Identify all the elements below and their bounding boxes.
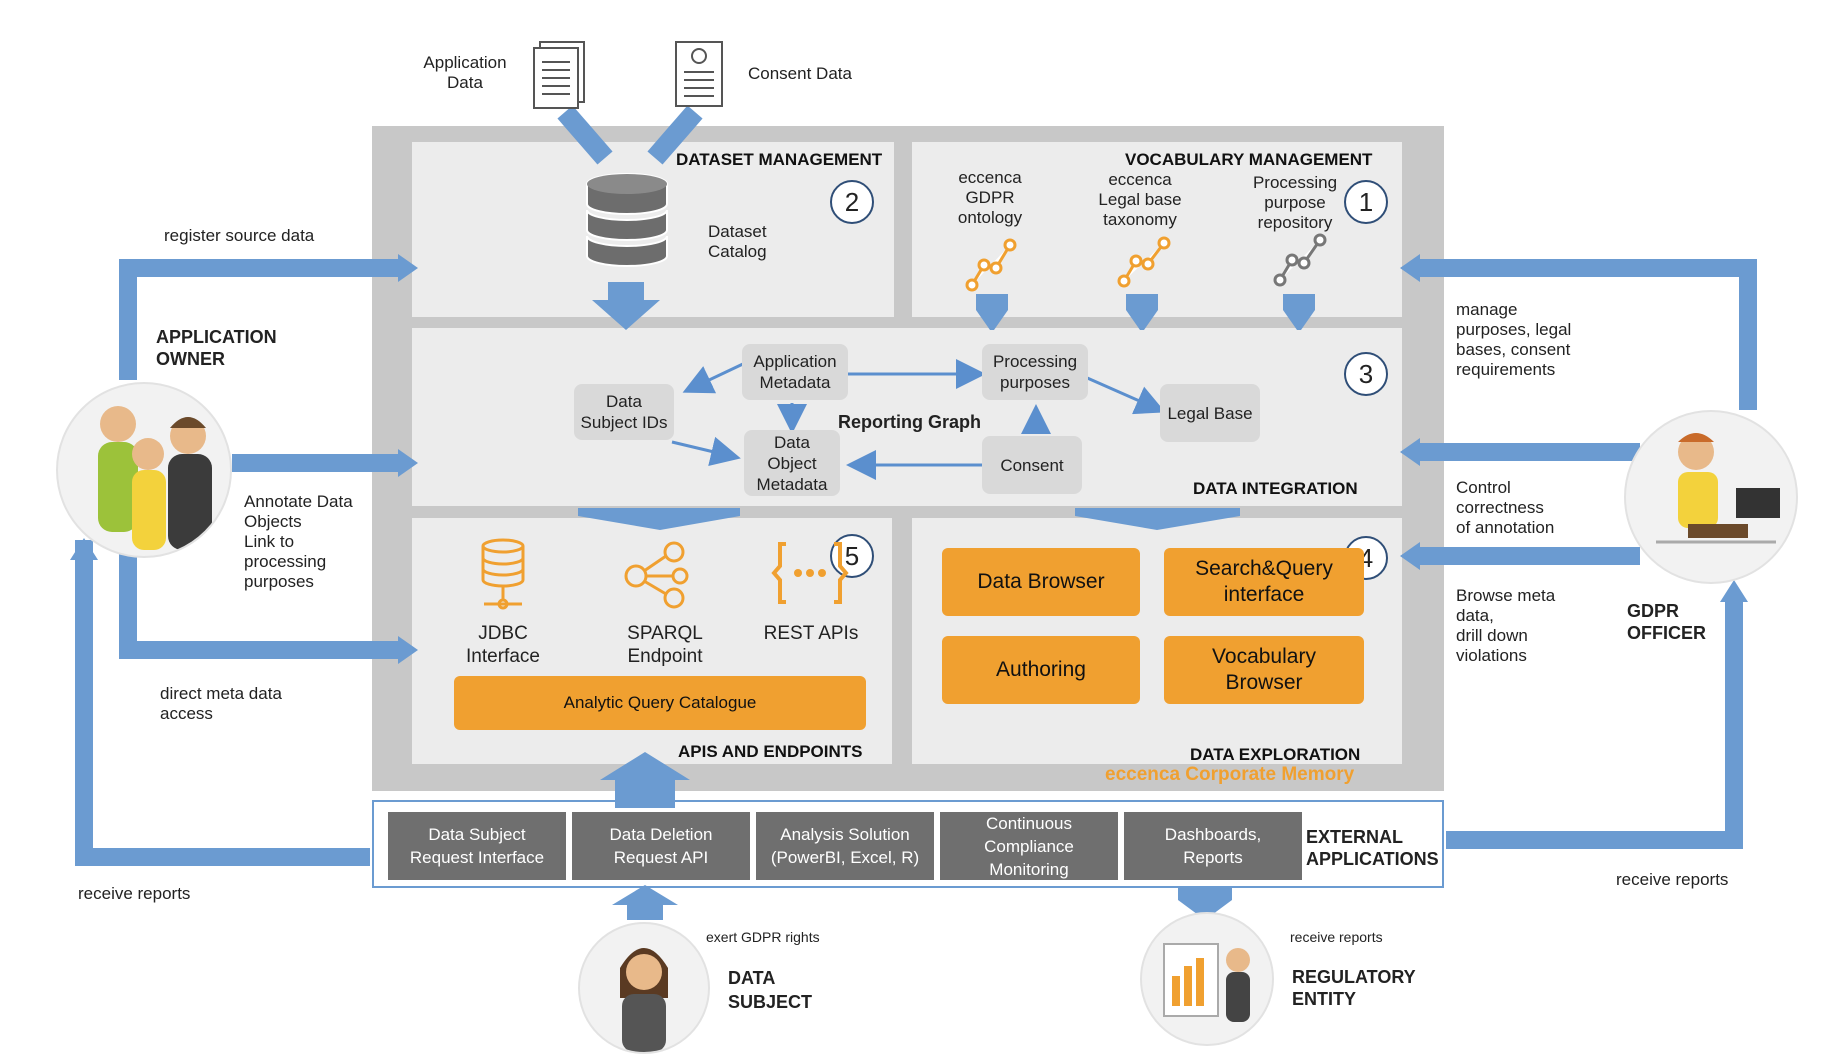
flow-exert-gdpr-rights: exert GDPR rights	[706, 929, 820, 945]
dataset-management-number: 2	[830, 180, 874, 224]
consent-data-label: Consent Data	[748, 64, 852, 83]
node-data-subject-ids[interactable]: Data Subject IDs	[574, 384, 674, 440]
gdpr-officer-label: GDPR OFFICER	[1627, 601, 1706, 643]
flow-annotate: Annotate Data Objects Link to processing…	[244, 492, 353, 591]
ext-dashboards-reports[interactable]: Dashboards, Reports	[1124, 812, 1302, 880]
vocabulary-browser-button[interactable]: Vocabulary Browser	[1164, 636, 1364, 704]
database-icon	[586, 173, 668, 267]
people-icon	[98, 406, 212, 550]
node-application-metadata[interactable]: Application Metadata	[742, 344, 848, 400]
ext-data-deletion-request-api[interactable]: Data Deletion Request API	[572, 812, 750, 880]
data-subject-label: DATA SUBJECT	[728, 968, 813, 1012]
jdbc-database-icon	[481, 538, 525, 610]
application-owner-avatar	[56, 382, 232, 558]
legal-base-taxonomy-label: eccenca Legal base taxonomy	[1098, 170, 1182, 229]
search-query-interface-button[interactable]: Search&Query interface	[1164, 548, 1364, 616]
vocabulary-management-panel	[912, 142, 1402, 317]
authoring-button[interactable]: Authoring	[942, 636, 1140, 704]
flow-control: Control correctness of annotation	[1456, 478, 1555, 537]
sparql-endpoint-label: SPARQL Endpoint	[627, 623, 703, 667]
gdpr-officer-avatar	[1624, 410, 1798, 584]
application-data-document-icon	[533, 41, 585, 109]
application-owner-label: APPLICATION OWNER	[156, 327, 277, 369]
vocabulary-management-title: VOCABULARY MANAGEMENT	[1125, 150, 1373, 169]
ext-analysis-solution[interactable]: Analysis Solution (PowerBI, Excel, R)	[756, 812, 934, 880]
apis-endpoints-number: 5	[830, 534, 874, 578]
node-consent[interactable]: Consent	[982, 436, 1082, 494]
presenter-icon	[1163, 943, 1250, 1022]
ext-data-subject-request-interface[interactable]: Data Subject Request Interface	[388, 812, 566, 880]
flow-receive-reports-right: receive reports	[1616, 870, 1729, 889]
woman-icon	[620, 948, 668, 1052]
eccenca-corporate-memory-brand: eccenca Corporate Memory	[1105, 764, 1355, 785]
application-data-label: Application Data	[423, 53, 507, 92]
flow-direct-meta: direct meta data access	[160, 684, 282, 723]
sparql-share-icon	[624, 541, 689, 609]
data-integration-number: 3	[1344, 352, 1388, 396]
consent-data-document-icon	[675, 41, 723, 107]
regulatory-entity-label: REGULATORY ENTITY	[1292, 967, 1416, 1009]
flow-receive-reports-regulatory: receive reports	[1290, 929, 1383, 945]
dataset-management-title: DATASET MANAGEMENT	[676, 150, 883, 169]
jdbc-interface-label: JDBC Interface	[466, 623, 540, 667]
apis-endpoints-title: APIS AND ENDPOINTS	[678, 742, 863, 761]
flow-receive-reports-left: receive reports	[78, 884, 191, 903]
rest-api-braces-icon	[771, 542, 849, 604]
gdpr-ontology-label: eccenca GDPR ontology	[957, 168, 1023, 227]
officer-icon	[1656, 433, 1780, 544]
external-applications-title: EXTERNAL APPLICATIONS	[1306, 827, 1439, 869]
node-legal-base[interactable]: Legal Base	[1160, 384, 1260, 442]
regulatory-entity-avatar	[1140, 912, 1274, 1046]
dataset-catalog-label: Dataset Catalog	[708, 222, 767, 261]
data-subject-avatar	[578, 922, 710, 1054]
flow-register-source-data: register source data	[164, 226, 315, 245]
analytic-query-catalogue-button[interactable]: Analytic Query Catalogue	[454, 676, 866, 730]
data-integration-title: DATA INTEGRATION	[1193, 479, 1358, 498]
data-browser-button[interactable]: Data Browser	[942, 548, 1140, 616]
vocabulary-management-number: 1	[1344, 180, 1388, 224]
node-data-object-metadata[interactable]: Data Object Metadata	[744, 430, 840, 496]
reporting-graph-label: Reporting Graph	[838, 412, 981, 432]
flow-manage: manage purposes, legal bases, consent re…	[1456, 300, 1572, 379]
rest-apis-label: REST APIs	[763, 623, 859, 644]
data-exploration-number: 4	[1344, 536, 1388, 580]
flow-browse: Browse meta data, drill down violations	[1456, 586, 1556, 665]
node-processing-purposes[interactable]: Processing purposes	[982, 344, 1088, 400]
processing-purpose-repository-label: Processing purpose repository	[1252, 173, 1338, 232]
data-exploration-title: DATA EXPLORATION	[1190, 745, 1361, 764]
ext-continuous-compliance-monitoring[interactable]: Continuous Compliance Monitoring	[940, 812, 1118, 880]
